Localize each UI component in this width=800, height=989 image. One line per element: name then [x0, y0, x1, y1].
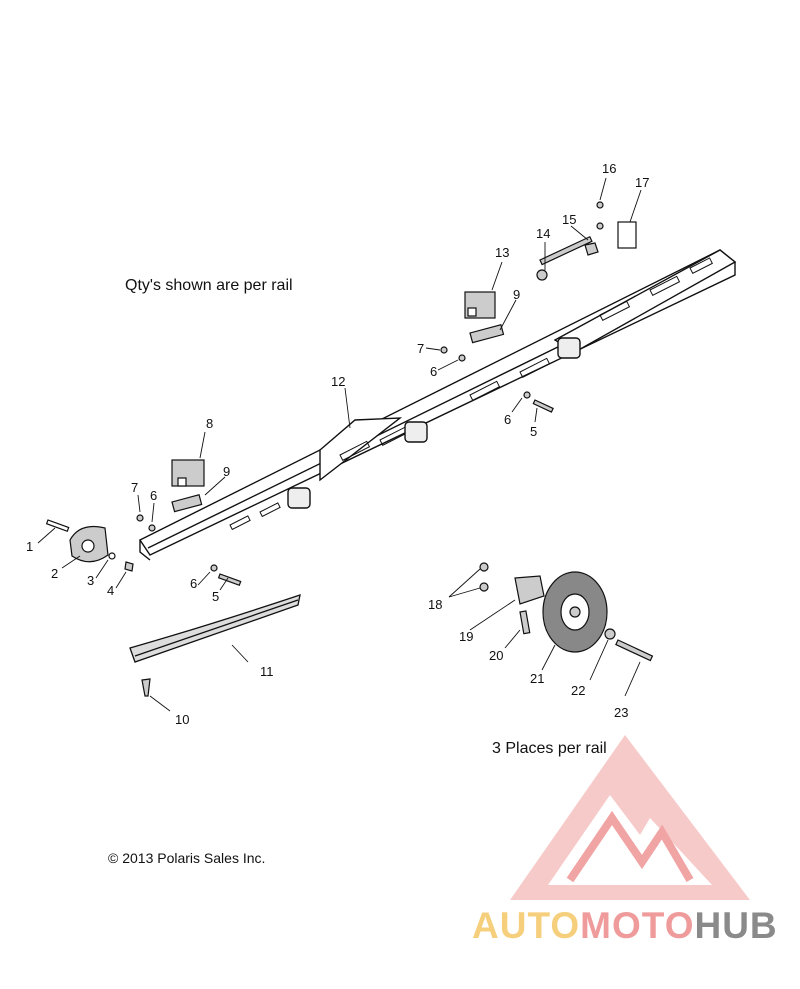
callout-9b: 9: [513, 287, 520, 302]
callout-11: 11: [260, 664, 274, 679]
callout-19: 19: [459, 629, 473, 644]
watermark-logo: [510, 735, 750, 900]
callout-5b: 5: [530, 424, 537, 439]
callout-6d: 6: [504, 412, 511, 427]
note-qty-per-rail: Qty's shown are per rail: [125, 277, 293, 294]
callout-3: 3: [87, 573, 94, 588]
callout-16: 16: [602, 161, 616, 176]
idler-assembly: [479, 562, 654, 662]
callout-12: 12: [331, 374, 345, 389]
watermark-text: AUTOMOTOHUB: [472, 905, 778, 946]
callout-20: 20: [489, 648, 503, 663]
callout-23: 23: [614, 705, 628, 720]
callout-4: 4: [107, 583, 114, 598]
callout-7a: 7: [131, 480, 138, 495]
hardware: [136, 201, 637, 697]
callout-1: 1: [26, 539, 33, 554]
callout-6c: 6: [430, 364, 437, 379]
callout-9a: 9: [223, 464, 230, 479]
copyright-text: © 2013 Polaris Sales Inc.: [108, 850, 266, 866]
block-13: [464, 291, 505, 344]
rail-12: [138, 249, 737, 561]
callout-5a: 5: [212, 589, 219, 604]
callout-22: 22: [571, 683, 585, 698]
callout-15: 15: [562, 212, 576, 227]
callout-13: 13: [495, 245, 509, 260]
block-8: [171, 459, 205, 513]
callout-7b: 7: [417, 341, 424, 356]
callout-18: 18: [428, 597, 442, 612]
callout-10: 10: [175, 712, 189, 727]
callout-21: 21: [530, 671, 544, 686]
callout-17: 17: [635, 175, 649, 190]
callout-numbers: 1 2 3 4 5 5 6 6 6 6 7 7 8 9 9 10 11 12 1…: [26, 161, 649, 727]
callout-6b: 6: [190, 576, 197, 591]
callout-2: 2: [51, 566, 58, 581]
note-places-per-rail: 3 Places per rail: [492, 740, 607, 757]
end-cap-2: [45, 519, 134, 572]
callout-6a: 6: [150, 488, 157, 503]
callout-14: 14: [536, 226, 550, 241]
slide-11: [129, 594, 301, 663]
callout-8: 8: [206, 416, 213, 431]
leader-lines: [37, 177, 642, 712]
